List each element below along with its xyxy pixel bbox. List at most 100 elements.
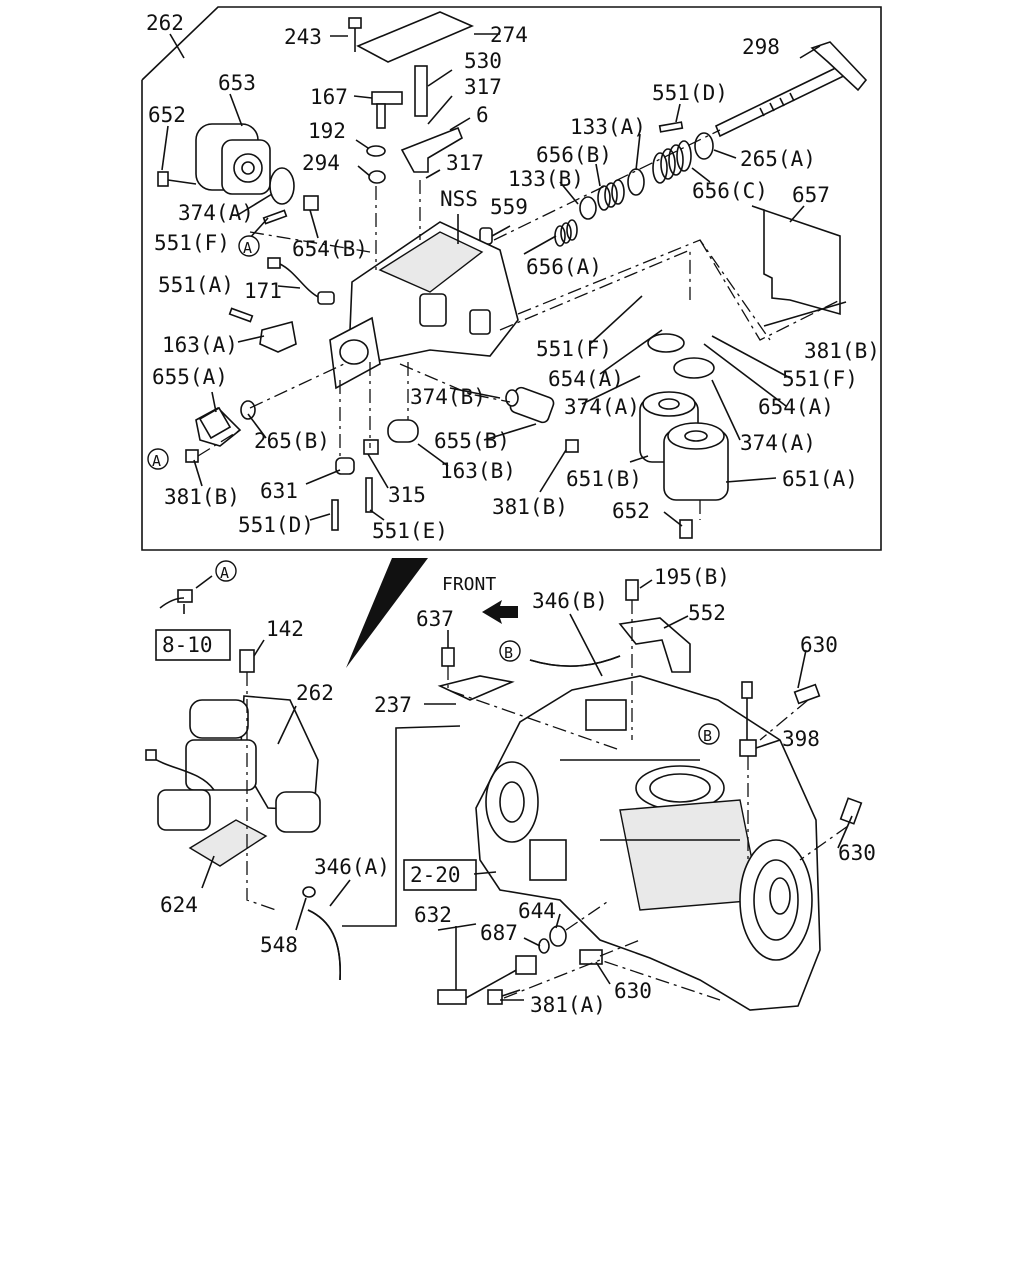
marker-b-2-text: B bbox=[703, 727, 712, 745]
label-133a: 133(A) bbox=[570, 115, 646, 139]
label-559: 559 bbox=[490, 195, 528, 219]
label-front: FRONT bbox=[442, 574, 496, 595]
label-298: 298 bbox=[742, 35, 780, 59]
label-262-top: 262 bbox=[146, 11, 184, 35]
detail-frame bbox=[141, 6, 882, 551]
label-652-top: 652 bbox=[148, 103, 186, 127]
leader-lines bbox=[161, 33, 853, 1001]
label-142: 142 bbox=[266, 617, 304, 641]
label-551f-1: 551(F) bbox=[154, 231, 230, 255]
label-192: 192 bbox=[308, 119, 346, 143]
bracket-657-part bbox=[751, 205, 841, 316]
lower-loose-parts bbox=[437, 579, 863, 1005]
label-548: 548 bbox=[260, 933, 298, 957]
label-167: 167 bbox=[310, 85, 348, 109]
label-654b: 654(B) bbox=[292, 237, 368, 261]
label-654a-2: 654(A) bbox=[758, 395, 834, 419]
label-551f-3: 551(F) bbox=[782, 367, 858, 391]
label-294: 294 bbox=[302, 151, 340, 175]
ref-marker-a-2 bbox=[147, 448, 169, 470]
label-8-10: 8-10 bbox=[162, 633, 213, 657]
label-374a-1: 374(A) bbox=[178, 201, 254, 225]
spring-656a-part bbox=[554, 219, 578, 247]
label-381b-3: 381(B) bbox=[492, 495, 568, 519]
label-195b: 195(B) bbox=[654, 565, 730, 589]
label-552: 552 bbox=[688, 601, 726, 625]
label-654a-1: 654(A) bbox=[548, 367, 624, 391]
label-262-bottom: 262 bbox=[296, 681, 334, 705]
ref-marker-b-1 bbox=[499, 640, 521, 662]
front-arrow bbox=[482, 600, 518, 624]
top-cover-part bbox=[356, 11, 475, 63]
label-630-b: 630 bbox=[838, 841, 876, 865]
marker-a-2-text: A bbox=[152, 452, 161, 470]
label-374a-2: 374(A) bbox=[564, 395, 640, 419]
label-381a: 381(A) bbox=[530, 993, 606, 1017]
label-637: 637 bbox=[416, 607, 454, 631]
label-nss: NSS bbox=[440, 187, 478, 211]
ref-box-2-20 bbox=[403, 859, 477, 891]
lever-part bbox=[371, 91, 403, 105]
bolt-part bbox=[348, 17, 362, 29]
marker-a-3-text: A bbox=[220, 564, 229, 582]
label-163b: 163(B) bbox=[440, 459, 516, 483]
pin-part bbox=[414, 65, 428, 117]
label-381b-2: 381(B) bbox=[164, 485, 240, 509]
ref-box-8-10 bbox=[155, 629, 231, 661]
label-551a: 551(A) bbox=[158, 273, 234, 297]
label-317-b: 317 bbox=[446, 151, 484, 175]
label-644: 644 bbox=[518, 899, 556, 923]
label-551d-top: 551(D) bbox=[652, 81, 728, 105]
label-163a: 163(A) bbox=[162, 333, 238, 357]
solenoid-655b-part bbox=[505, 386, 555, 424]
label-237: 237 bbox=[374, 693, 412, 717]
label-624: 624 bbox=[160, 893, 198, 917]
label-171: 171 bbox=[244, 279, 282, 303]
detail-pointer-arrow bbox=[346, 558, 428, 668]
ref-marker-a-1 bbox=[238, 235, 260, 257]
ref-marker-b-2 bbox=[698, 723, 720, 745]
label-265a: 265(A) bbox=[740, 147, 816, 171]
marker-a-1-text: A bbox=[243, 239, 252, 257]
label-374a-3: 374(A) bbox=[740, 431, 816, 455]
label-265b: 265(B) bbox=[254, 429, 330, 453]
upper-assembly bbox=[157, 11, 868, 539]
label-133b: 133(B) bbox=[508, 167, 584, 191]
label-651b: 651(B) bbox=[566, 467, 642, 491]
label-346b: 346(B) bbox=[532, 589, 608, 613]
label-551d-bottom: 551(D) bbox=[238, 513, 314, 537]
washer-294-part bbox=[368, 170, 386, 184]
label-530: 530 bbox=[464, 49, 502, 73]
label-274: 274 bbox=[490, 23, 528, 47]
label-374b: 374(B) bbox=[410, 385, 486, 409]
solenoid-651a-part bbox=[663, 422, 729, 501]
label-631: 631 bbox=[260, 479, 298, 503]
label-317-a: 317 bbox=[464, 75, 502, 99]
motor-653-part bbox=[195, 123, 271, 195]
transmission-case-part bbox=[475, 675, 821, 1011]
label-655a: 655(A) bbox=[152, 365, 228, 389]
spring-656b-part bbox=[597, 179, 625, 211]
arm-part bbox=[400, 126, 463, 173]
part-labels: 262 243 274 530 317 167 653 652 192 6 29… bbox=[146, 11, 880, 1017]
label-630-a: 630 bbox=[800, 633, 838, 657]
label-346a: 346(A) bbox=[314, 855, 390, 879]
label-652-bottom: 652 bbox=[612, 499, 650, 523]
label-656a: 656(A) bbox=[526, 255, 602, 279]
label-656c: 656(C) bbox=[692, 179, 768, 203]
label-653: 653 bbox=[218, 71, 256, 95]
label-381b-1: 381(B) bbox=[804, 339, 880, 363]
shaft-298-part bbox=[714, 41, 868, 138]
shift-housing-part bbox=[329, 221, 519, 390]
ref-marker-a-3 bbox=[215, 560, 237, 582]
gasket-624-part bbox=[188, 819, 268, 867]
label-656b: 656(B) bbox=[536, 143, 612, 167]
label-2-20: 2-20 bbox=[410, 863, 461, 887]
marker-b-1-text: B bbox=[504, 644, 513, 662]
label-687: 687 bbox=[480, 921, 518, 945]
label-551f-2: 551(F) bbox=[536, 337, 612, 361]
label-655b: 655(B) bbox=[434, 429, 510, 453]
label-630-c: 630 bbox=[614, 979, 652, 1003]
label-657: 657 bbox=[792, 183, 830, 207]
